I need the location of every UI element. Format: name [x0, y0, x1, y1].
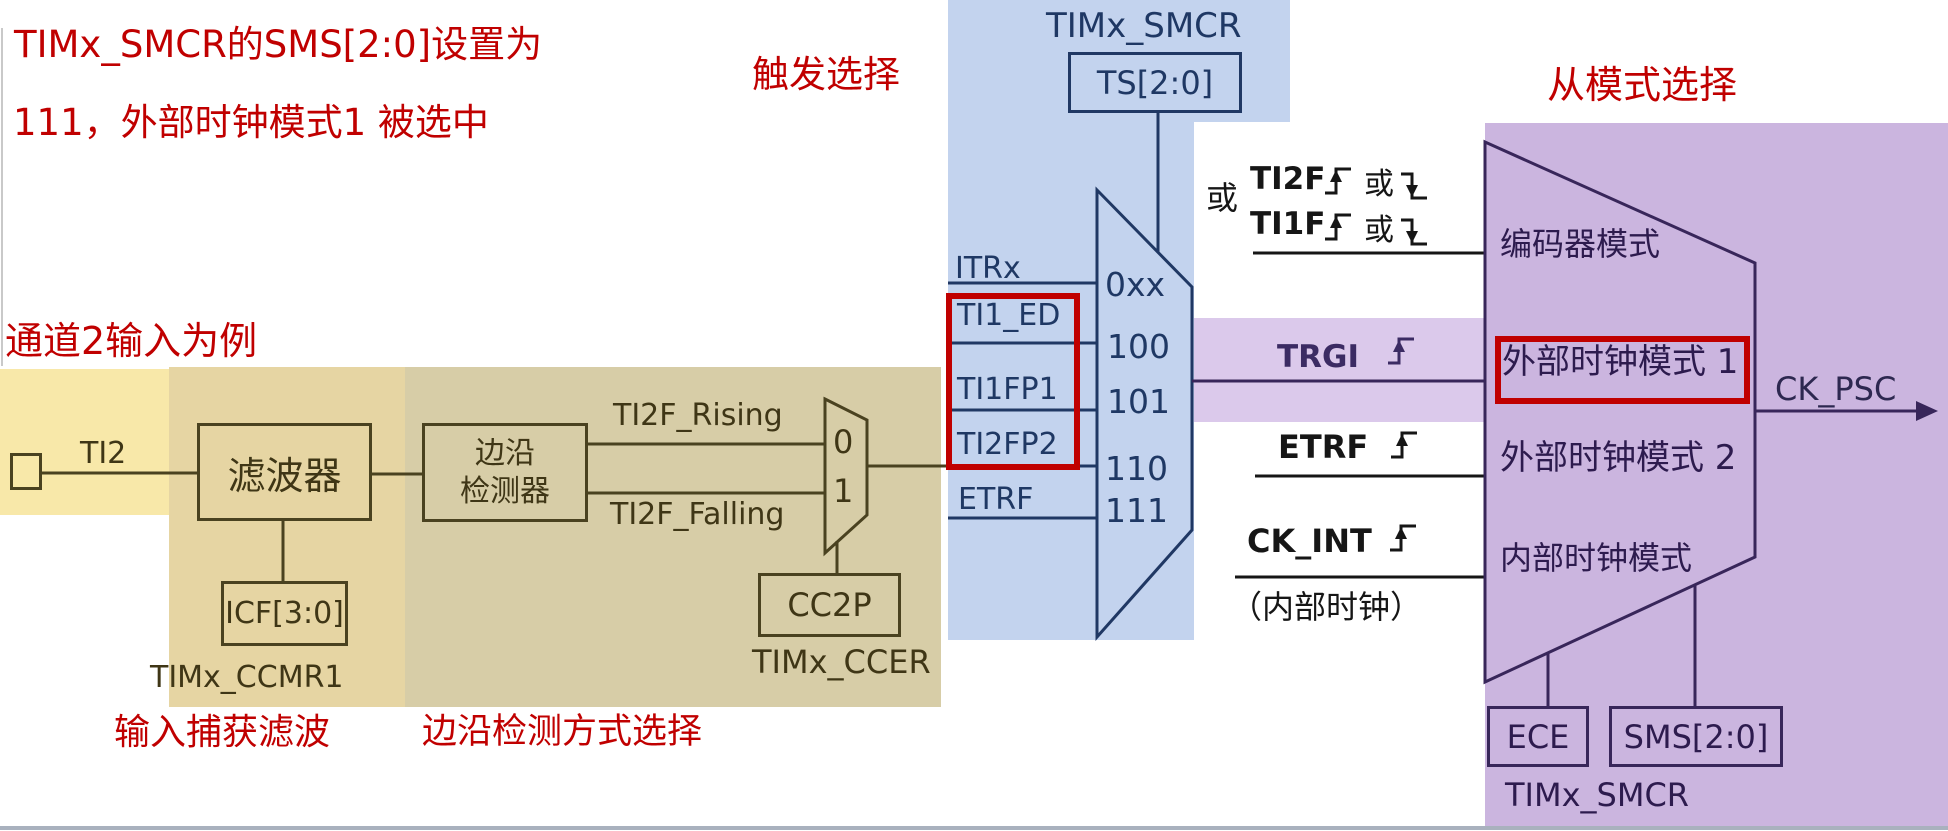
note-line1: TIMx_SMCR的SMS[2:0]设置为 [14, 23, 543, 66]
trigger-input-ti1fp1: TI1FP1 [957, 372, 1058, 407]
trgi-label: TRGI [1277, 339, 1359, 375]
ext-clock-mode1-highlight-box [1495, 336, 1750, 404]
smcr-top-reg-label: TIMx_SMCR [1046, 6, 1242, 46]
ts-box: TS[2:0] [1068, 52, 1242, 113]
trigger-mux-shape [1095, 186, 1194, 641]
ece-box: ECE [1487, 706, 1589, 767]
etrf-rising-edge-icon [1389, 431, 1419, 459]
mux-code-110: 110 [1105, 449, 1168, 488]
ck-psc-arrowhead [1916, 401, 1938, 421]
slave-select-title: 从模式选择 [1547, 63, 1738, 107]
or-prefix-label: 或 [1206, 179, 1239, 217]
ti2f-rising-edge-icon [1323, 167, 1353, 195]
internal-clock-note: （内部时钟） [1230, 588, 1423, 626]
note-line2: 111，外部时钟模式1 被选中 [13, 101, 489, 144]
cc2p-label: CC2P [787, 586, 872, 624]
yellow-input-region [0, 369, 169, 515]
tan-filter-region [169, 367, 405, 707]
trigger-input-ti2fp2: TI2FP2 [957, 427, 1058, 462]
edge-stage-wires [42, 396, 948, 581]
signal-underlines [1235, 251, 1485, 579]
trigger-input-etrf: ETRF [958, 482, 1034, 517]
channel-note: 通道2输入为例 [5, 319, 258, 363]
input-capture-filter-label: 输入捕获滤波 [114, 712, 331, 753]
mux-code-100: 100 [1107, 327, 1170, 366]
ckint-label: CK_INT [1247, 522, 1372, 560]
ti2f-falling-edge-icon [1399, 172, 1429, 200]
polarity-mux-shape [823, 396, 869, 557]
filter-label: 滤波器 [227, 453, 342, 498]
ti2-label: TI2 [80, 436, 127, 471]
mux-code-101: 101 [1107, 382, 1170, 421]
trigger-inputs-highlight-box [946, 293, 1080, 470]
filter-box: 滤波器 [197, 423, 372, 521]
sms-box: SMS[2:0] [1609, 706, 1783, 767]
edge-detector-box: 边沿检测器 [422, 423, 588, 522]
etrf-signal-label: ETRF [1278, 428, 1369, 466]
trgi-band-region [1194, 318, 1485, 422]
slave-mux-wires [1192, 139, 1918, 706]
polarity-mux-input0-label: 0 [833, 423, 854, 461]
icf-box: ICF[3:0] [221, 581, 348, 646]
icf-label: ICF[3:0] [225, 596, 344, 631]
ti2f-falling-label: TI2F_Falling [610, 497, 785, 532]
or-mid2-label: 或 [1364, 213, 1394, 248]
ckint-rising-edge-icon [1388, 524, 1418, 552]
ck-psc-label: CK_PSC [1775, 370, 1897, 408]
mux-code-111: 111 [1105, 491, 1168, 530]
ts-label: TS[2:0] [1096, 63, 1214, 102]
smcr-bottom-reg-label: TIMx_SMCR [1505, 776, 1690, 814]
mux-code-0xx: 0xx [1105, 265, 1166, 304]
edge-detect-select-label: 边沿检测方式选择 [422, 712, 703, 752]
or-mid1-label: 或 [1364, 167, 1394, 202]
trigger-input-itrx: ITRx [955, 251, 1021, 286]
encoder-mode-label: 编码器模式 [1500, 225, 1661, 263]
slave-mux-shape [1483, 139, 1757, 685]
ti1f-rising-edge-icon [1323, 213, 1353, 241]
ece-label: ECE [1506, 717, 1570, 756]
ti2-pin-square [10, 453, 42, 490]
blue-trigger-region [948, 0, 1194, 640]
ccmr1-reg-label: TIMx_CCMR1 [150, 660, 344, 695]
ti1f-falling-edge-icon [1399, 218, 1429, 246]
edge-detector-label: 边沿检测器 [460, 436, 550, 509]
ti2f-label: TI2F [1250, 161, 1326, 197]
ti2f-rising-label: TI2F_Rising [613, 398, 783, 433]
ccer-reg-label: TIMx_CCER [752, 643, 931, 681]
sms-label: SMS[2:0] [1623, 717, 1769, 756]
internal-clock-mode-label: 内部时钟模式 [1500, 539, 1693, 577]
trigger-select-title: 触发选择 [752, 53, 900, 96]
ext-clock-mode2-label: 外部时钟模式 2 [1500, 438, 1737, 478]
ext-clock-mode1-label: 外部时钟模式 1 [1502, 342, 1739, 382]
trigger-input-ti1ed: TI1_ED [957, 298, 1061, 333]
ti1f-label: TI1F [1250, 206, 1326, 242]
cc2p-box: CC2P [758, 573, 901, 637]
polarity-mux-input1-label: 1 [833, 472, 854, 510]
